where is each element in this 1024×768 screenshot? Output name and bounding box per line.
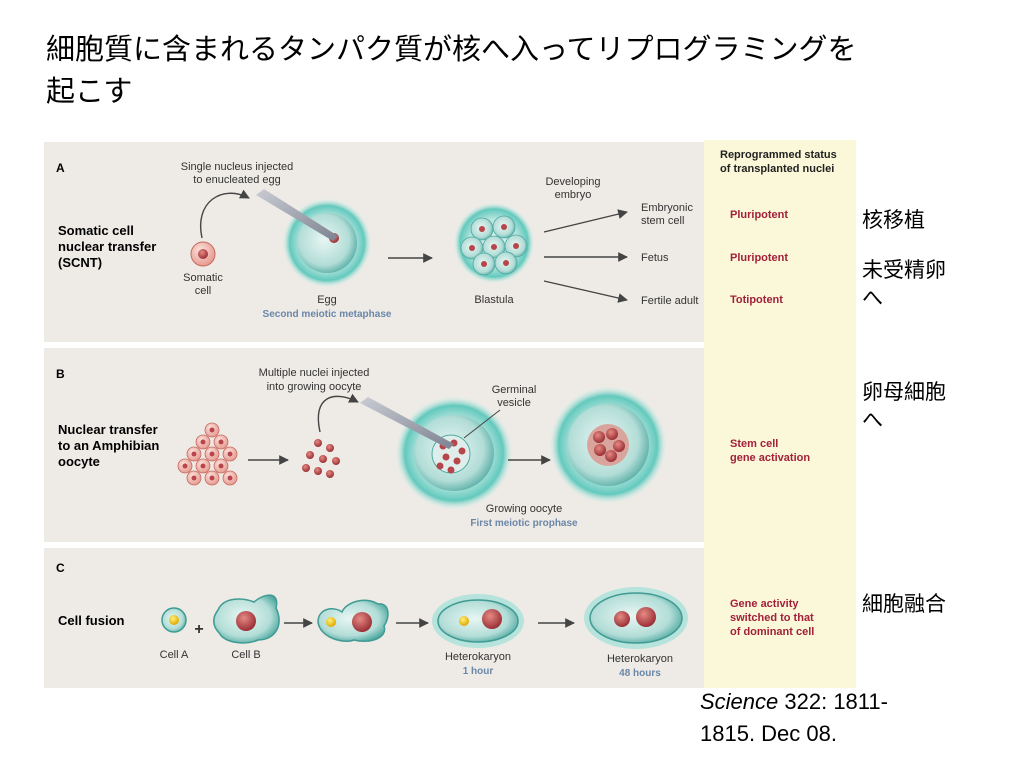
status-stem-line-1: Stem cell <box>730 438 778 450</box>
panel-b-method-line-1: Nuclear transfer <box>58 422 158 437</box>
plus-sign: + <box>194 621 203 638</box>
panel-b-method-line-3: oocyte <box>58 454 100 469</box>
citation-line-1: Science 322: 1811- <box>700 686 888 718</box>
panel-a-bg <box>44 142 704 342</box>
status-fusion-line-2: switched to that <box>730 612 814 624</box>
somatic-label-line-1: Somatic <box>183 272 223 284</box>
reprogramming-figure: A Reprogrammed status of transplanted nu… <box>44 140 856 688</box>
somatic-cell-cluster <box>177 422 238 486</box>
germinal-label-line-2: vesicle <box>497 397 531 409</box>
cell-a-nucleus <box>169 615 179 625</box>
heterokaryon-1h-time: 1 hour <box>463 666 494 677</box>
panel-c-letter: C <box>56 561 65 575</box>
arrow-to-adult <box>543 280 628 303</box>
heterokaryon-1h-nucleus-b <box>482 609 502 629</box>
developing-label-line-2: embryo <box>555 189 592 201</box>
outcome-stem-line-2: stem cell <box>641 215 684 227</box>
panel-c-method: Cell fusion <box>58 613 125 628</box>
outcome-stem-line-1: Embryonic <box>641 202 693 214</box>
label-unfertilized-egg: 未受精卵 <box>862 258 946 282</box>
cell-a-label: Cell A <box>160 649 189 661</box>
status-fusion-line-1: Gene activity <box>730 598 799 610</box>
isolated-nuclei <box>302 439 340 478</box>
panel-b-letter: B <box>56 367 65 381</box>
developing-label-line-1: Developing <box>545 176 600 188</box>
slide-title-line-2: 起こす <box>46 74 133 108</box>
cell-b-nucleus <box>236 611 256 631</box>
activated-nucleus <box>587 424 629 466</box>
status-pluripotent-1: Pluripotent <box>730 209 788 221</box>
egg-label: Egg <box>317 294 337 306</box>
outcome-fetus: Fetus <box>641 252 669 264</box>
egg-stage-label: Second meiotic metaphase <box>263 309 392 320</box>
heterokaryon-48h <box>589 592 683 644</box>
panel-a-method-line-2: nuclear transfer <box>58 239 156 254</box>
fusing-cell-a-nucleus <box>326 617 336 627</box>
germinal-pointer <box>463 409 501 439</box>
injected-label-line-2: to enucleated egg <box>193 174 280 186</box>
panel-b: B Nuclear transfer to an Amphibian oocyt… <box>44 348 810 542</box>
blastula-cells <box>460 215 528 276</box>
citation: Science 322: 1811- 1815. Dec 08. <box>700 686 888 750</box>
arrow-to-stem-cell <box>543 209 628 233</box>
heterokaryon-48h-nucleus-b <box>636 607 656 627</box>
injection-needle-b <box>360 397 454 449</box>
slide-title-line-1: 細胞質に含まれるタンパク質が核へ入ってリプログラミングを <box>46 32 857 66</box>
slide-title: 細胞質に含まれるタンパク質が核へ入ってリプログラミングを 起こす <box>46 28 946 112</box>
label-oocyte: 卵母細胞 <box>862 380 946 404</box>
blastula-label: Blastula <box>474 294 514 306</box>
panel-a-letter: A <box>56 161 65 175</box>
citation-journal: Science <box>700 689 779 714</box>
transfer-arrow-b <box>317 393 359 433</box>
heterokaryon-48h-nucleus-a <box>614 611 630 627</box>
fusing-cell-b-nucleus <box>352 612 372 632</box>
injection-needle-a <box>256 189 338 241</box>
multi-injected-line-1: Multiple nuclei injected <box>259 367 370 379</box>
citation-line-2: 1815. Dec 08. <box>700 721 837 746</box>
heterokaryon-1h <box>437 599 519 643</box>
status-totipotent: Totipotent <box>730 294 783 306</box>
panel-a: A Reprogrammed status of transplanted nu… <box>44 142 837 342</box>
outcome-adult: Fertile adult <box>641 295 698 307</box>
status-column-bg <box>704 140 856 688</box>
heterokaryon-1h-label: Heterokaryon <box>445 651 511 663</box>
panel-a-method-line-1: Somatic cell <box>58 223 134 238</box>
injected-nuclei <box>436 439 466 474</box>
germinal-label-line-1: Germinal <box>492 384 537 396</box>
label-unfertilized-egg-to: へ <box>862 286 883 310</box>
status-header-line-2: of transplanted nuclei <box>720 163 834 175</box>
somatic-label-line-2: cell <box>195 285 212 297</box>
heterokaryon-48h-label: Heterokaryon <box>607 653 673 665</box>
oocyte-stage-label: First meiotic prophase <box>470 518 578 529</box>
heterokaryon-48h-time: 48 hours <box>619 668 661 679</box>
status-pluripotent-2: Pluripotent <box>730 252 788 264</box>
label-cell-fusion: 細胞融合 <box>862 592 946 616</box>
label-oocyte-to: へ <box>862 408 883 432</box>
panel-a-method-line-3: (SCNT) <box>58 255 102 270</box>
status-stem-line-2: gene activation <box>730 452 810 464</box>
status-fusion-line-3: of dominant cell <box>730 626 814 638</box>
citation-volume-pages: 322: 1811- <box>778 689 888 714</box>
status-header-line-1: Reprogrammed status <box>720 149 837 161</box>
heterokaryon-1h-nucleus-a <box>459 616 469 626</box>
multi-injected-line-2: into growing oocyte <box>267 381 362 393</box>
panel-c: C Cell fusion Cell A + Cell B Heterokary… <box>44 548 814 688</box>
cell-b-label: Cell B <box>231 649 260 661</box>
somatic-nucleus <box>198 249 208 259</box>
label-nuclear-transfer: 核移植 <box>862 208 925 232</box>
injected-label-line-1: Single nucleus injected <box>181 161 294 173</box>
panel-b-method-line-2: to an Amphibian <box>58 438 159 453</box>
transfer-arrow-a <box>199 189 250 239</box>
oocyte-label: Growing oocyte <box>486 503 562 515</box>
